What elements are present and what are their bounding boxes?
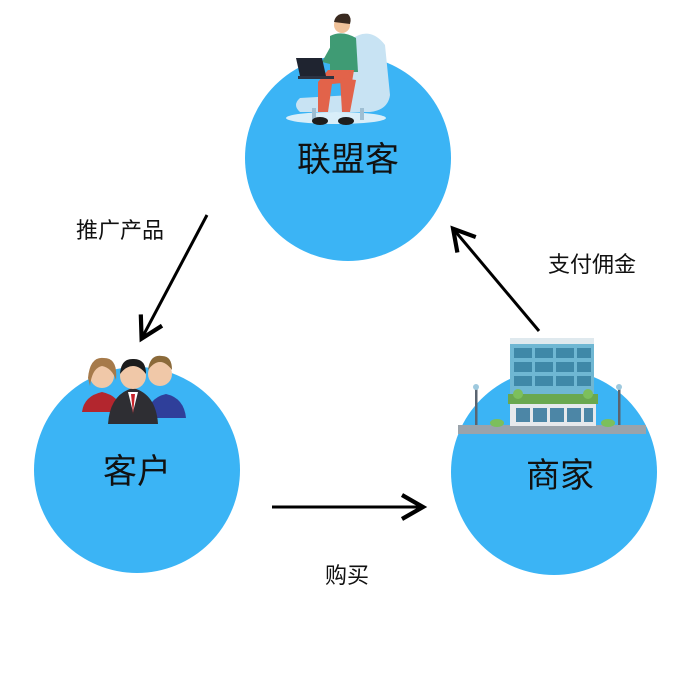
- edge-label-commission: 支付佣金: [548, 253, 636, 278]
- edge-commission: 支付佣金: [450, 225, 636, 332]
- edge-label-purchase: 购买: [325, 564, 369, 589]
- edge-promote: 推广产品: [76, 214, 209, 343]
- merchant-label: 商家: [526, 456, 594, 496]
- customer-label: 客户: [103, 452, 171, 492]
- people-group-icon: [82, 355, 186, 424]
- person-laptop-icon: [286, 13, 390, 125]
- edge-label-promote: 推广产品: [76, 219, 164, 244]
- office-building-icon: [458, 338, 646, 434]
- node-customer: 客户: [34, 355, 240, 573]
- affiliate-label: 联盟客: [297, 140, 399, 180]
- edge-purchase: 购买: [272, 493, 428, 589]
- node-affiliate: 联盟客: [245, 13, 451, 261]
- arrow-promote: [138, 214, 209, 343]
- arrow-commission: [450, 225, 541, 332]
- customer-circle: [34, 367, 240, 573]
- node-merchant: 商家: [451, 338, 657, 575]
